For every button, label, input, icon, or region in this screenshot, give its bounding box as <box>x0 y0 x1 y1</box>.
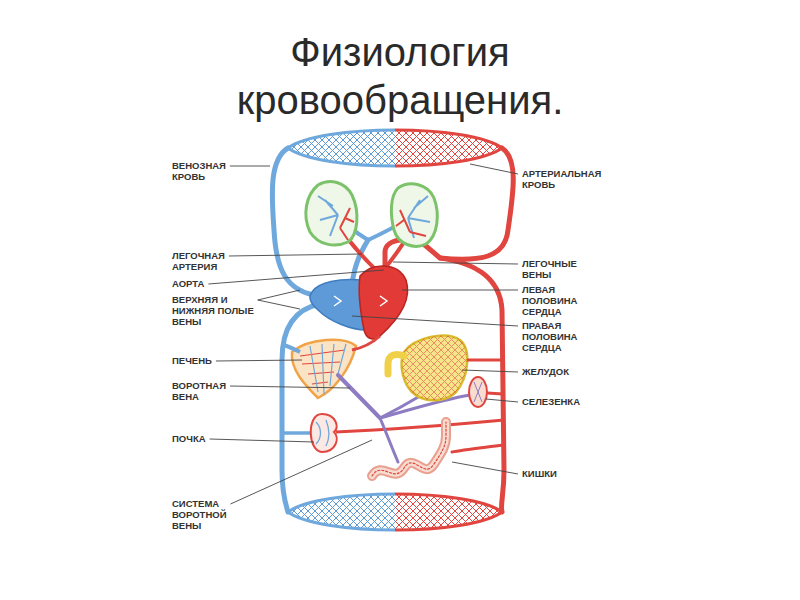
leader-line <box>470 164 518 174</box>
hepatic-artery <box>352 336 380 350</box>
kidney-outline <box>311 414 337 452</box>
part-label: КИШКИ <box>522 468 602 479</box>
liver-outline <box>292 340 356 398</box>
stomach <box>388 330 503 406</box>
lung-veins <box>318 196 338 236</box>
part-label: ЛЕВАЯ ПОЛОВИНА СЕРДЦА <box>522 284 588 317</box>
part-label: СИСТЕМА ВОРОТНОЙ ВЕНЫ <box>172 498 238 531</box>
leader-line <box>402 290 518 291</box>
stomach-capillaries <box>398 330 472 406</box>
spleen-outline <box>469 377 487 407</box>
leader-line <box>258 290 300 300</box>
splenic-artery <box>487 393 503 394</box>
lungs <box>306 182 437 247</box>
spleen-vessels <box>474 382 482 402</box>
kidney <box>283 414 504 452</box>
part-label: ПЕЧЕНЬ <box>172 355 252 366</box>
upper-capillary-band <box>288 124 502 172</box>
left-heart <box>359 266 407 339</box>
part-label: ПОЧКА <box>172 433 252 444</box>
intestine-tube <box>372 422 446 476</box>
leader-line <box>230 166 270 167</box>
capillary-outline <box>288 130 502 166</box>
part-label: АРТЕРИАЛЬНАЯ КРОВЬ <box>522 168 608 190</box>
gastric-artery <box>467 359 503 362</box>
lung-arteries <box>340 208 354 240</box>
part-label: ЛЕГОЧНАЯ АРТЕРИЯ <box>172 250 236 272</box>
leader-line <box>210 439 314 442</box>
part-label: АОРТА <box>172 278 236 289</box>
intestine-capillaries <box>372 422 446 476</box>
gastric-vein <box>380 396 420 418</box>
lung-arteries <box>396 210 426 236</box>
part-label: СЕЛЕЗЕНКА <box>522 396 602 407</box>
part-label: ЛЕГОЧНЫЕ ВЕНЫ <box>522 258 588 280</box>
leader-line <box>231 440 373 504</box>
mesenteric-vein <box>380 418 398 462</box>
leader-line <box>258 300 300 309</box>
renal-vein <box>283 431 310 435</box>
capillary-outline <box>288 494 502 530</box>
leader-line <box>216 360 302 361</box>
kidney-vessels <box>316 420 329 446</box>
part-label: ВЕНОЗНАЯ КРОВЬ <box>172 160 236 182</box>
leader-line <box>462 370 518 372</box>
inferior-vena-cava <box>282 304 320 512</box>
liver <box>283 336 380 398</box>
hepatic-vein <box>283 345 300 352</box>
right-lung <box>391 184 437 246</box>
portal-trunk <box>338 375 380 418</box>
leader-line <box>452 462 518 474</box>
spleen <box>469 377 503 407</box>
part-label: ВЕРХНЯЯ И НИЖНЯЯ ПОЛЫЕ ВЕНЫ <box>172 294 264 327</box>
heart <box>310 266 408 339</box>
part-label: ЖЕЛУДОК <box>522 366 602 377</box>
mesenteric-artery <box>452 445 503 452</box>
leader-line <box>393 262 518 264</box>
leader-line <box>229 254 362 256</box>
leader-line <box>352 316 518 326</box>
leader-lines <box>208 164 518 504</box>
part-label: ПРАВАЯ ПОЛОВИНА СЕРДЦА <box>522 320 588 353</box>
left-lung <box>306 182 357 245</box>
leader-line <box>230 386 350 388</box>
liver-vessels <box>300 344 346 394</box>
part-label: ВОРОТНАЯ ВЕНА <box>172 380 238 402</box>
lower-capillary-band <box>288 488 502 536</box>
liver-veins <box>310 344 346 394</box>
leader-line <box>486 399 518 402</box>
right-heart <box>310 280 366 331</box>
upper-artery <box>440 148 513 259</box>
esophagus <box>388 354 404 374</box>
page-title: Физиология кровообращения. <box>180 28 620 124</box>
great-vessels <box>272 148 513 512</box>
flow-arrow <box>334 296 387 306</box>
renal-artery <box>336 420 504 432</box>
intestine-inner <box>372 422 446 476</box>
leader-line <box>208 270 384 284</box>
